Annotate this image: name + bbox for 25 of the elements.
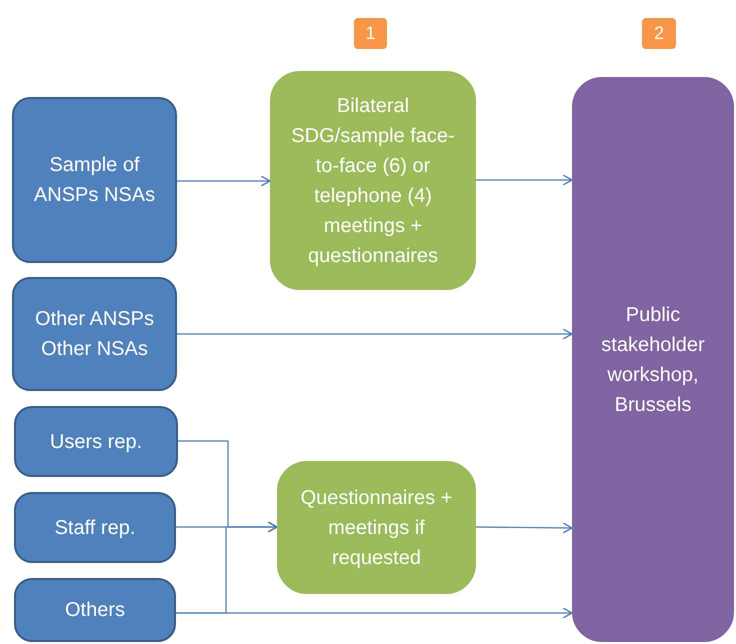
arrow — [476, 522, 573, 534]
box-label: Bilateral SDG/sample face-to-face (6) or telephone (4) meetings + questionnaires — [290, 94, 456, 268]
stakeholder-box — [14, 578, 176, 642]
box-label: Other ANSPs Other NSAs — [34, 307, 155, 362]
stakeholder-box — [12, 277, 177, 391]
box-label: 2 — [654, 22, 664, 45]
box-label: Others — [64, 598, 126, 623]
box-label: Questionnaires + meetings if requested — [300, 486, 454, 570]
stakeholder-box — [14, 492, 176, 563]
process-box — [270, 71, 476, 290]
arrow — [176, 607, 573, 619]
arrow — [177, 175, 271, 187]
process-box — [277, 461, 476, 594]
arrow — [476, 174, 573, 186]
arrow — [177, 328, 573, 340]
box-label: Staff rep. — [54, 516, 136, 540]
box-label: 1 — [365, 22, 376, 45]
box-label: Public stakeholder workshop, Brussels — [600, 302, 706, 418]
box-label: Sample of ANSPs NSAs — [32, 153, 156, 208]
step-number-badge — [354, 18, 387, 49]
workshop-box — [572, 77, 734, 642]
step-number-badge — [642, 18, 676, 49]
stakeholder-box — [12, 97, 177, 263]
stakeholder-box — [14, 406, 178, 477]
box-label: Users rep. — [50, 430, 142, 454]
